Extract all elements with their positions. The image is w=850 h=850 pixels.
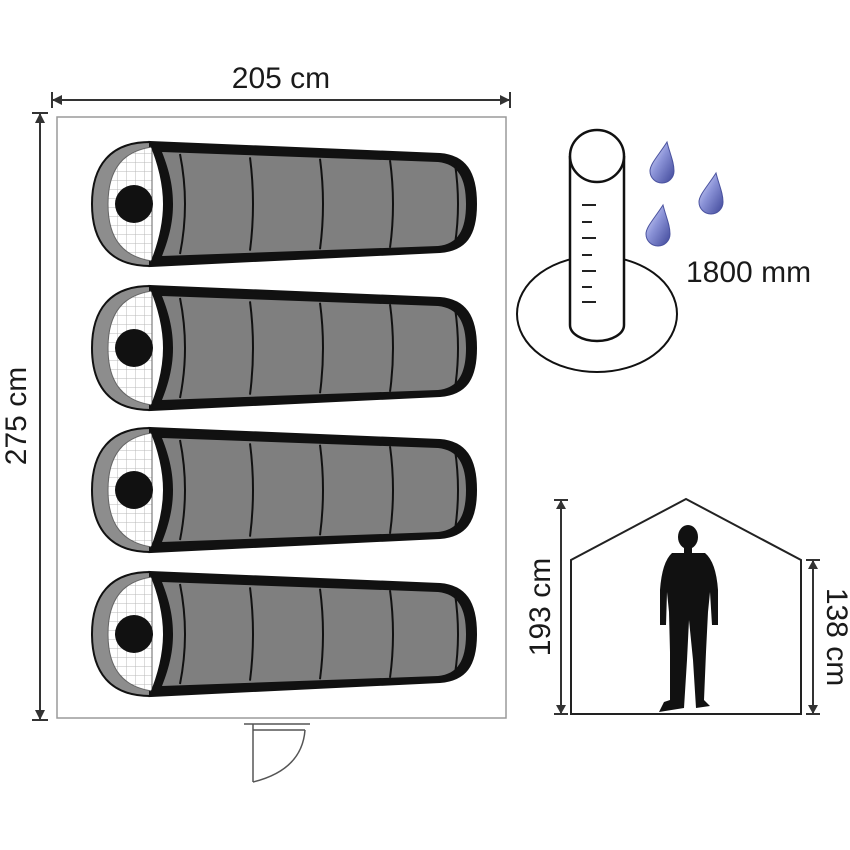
rain-drops-icon: [645, 140, 724, 247]
sleeping-bag: [90, 426, 478, 554]
head-icon: [115, 185, 153, 223]
side-height-label: 138 cm: [820, 588, 850, 686]
person-silhouette-icon: [659, 525, 718, 712]
width-label: 205 cm: [232, 62, 330, 95]
head-icon: [115, 615, 153, 653]
length-label: 275 cm: [0, 367, 33, 465]
sleeping-bag: [90, 284, 478, 412]
side-height-dimension: 138 cm: [806, 559, 850, 715]
height-profile: 193 cm 138 cm: [524, 497, 850, 715]
width-dimension: 205 cm: [51, 62, 511, 108]
head-icon: [115, 471, 153, 509]
waterproof-label: 1800 mm: [686, 256, 811, 289]
sleeping-bag: [90, 140, 478, 268]
head-icon: [115, 329, 153, 367]
sleeping-bags: [90, 140, 478, 698]
peak-height-label: 193 cm: [524, 558, 557, 656]
sleeping-bag: [90, 570, 478, 698]
peak-height-dimension: 193 cm: [524, 499, 568, 715]
waterproof-rating: 1800 mm: [516, 128, 811, 373]
rain-gauge-icon: [516, 128, 678, 373]
floor-plan: 205 cm 275 cm: [0, 62, 511, 783]
length-dimension: 275 cm: [0, 112, 48, 721]
door-icon: [244, 723, 310, 783]
